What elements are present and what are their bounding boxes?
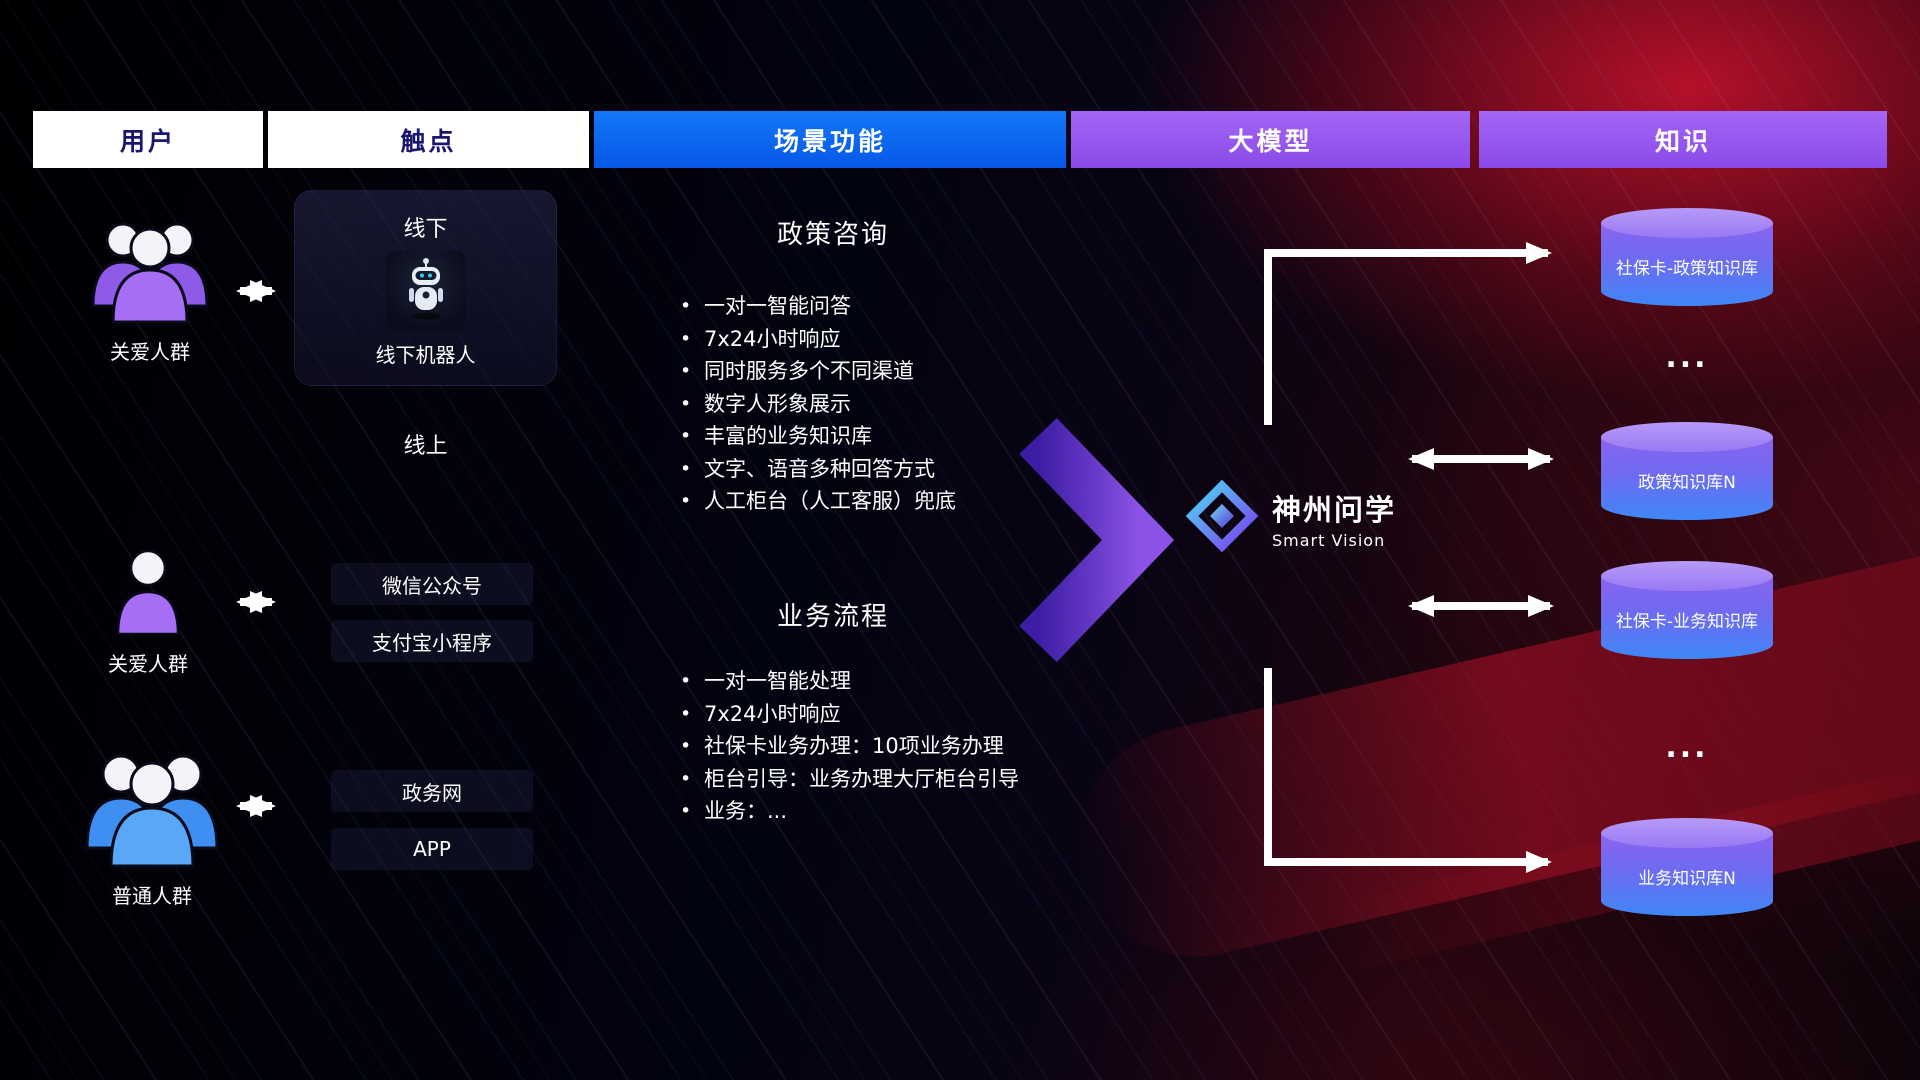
scenario-title-business: 业务流程 [776,602,889,632]
list-item: 社保卡业务办理：10项业务办理 [678,730,1019,763]
ellipsis-top: ... [1665,340,1709,375]
cylinder-top [1601,208,1773,238]
persona-general-group: 普通人群 [62,742,242,909]
cylinder-top [1601,818,1773,848]
list-item: 7x24小时响应 [678,323,956,356]
cylinder-label: 业务知识库N [1638,868,1736,889]
list-item: 数字人形象展示 [678,388,956,421]
offline-robot-label: 线下机器人 [375,343,476,367]
database-cylinder-business-n: 业务知识库N [1601,818,1773,916]
header-touchpoints: 触点 [268,111,589,168]
list-item: 同时服务多个不同渠道 [678,355,956,388]
cylinder-label: 社保卡-政策知识库 [1615,258,1759,279]
scenario-policy-list: 一对一智能问答 7x24小时响应 同时服务多个不同渠道 数字人形象展示 丰富的业… [678,290,956,518]
ellipsis-bottom: ... [1665,730,1709,765]
list-item: 一对一智能问答 [678,290,956,323]
model-subtitle: Smart Vision [1272,530,1386,550]
robot-image-frame [385,251,466,331]
cylinder-label: 社保卡-业务知识库 [1615,611,1759,632]
scenario-title-policy: 政策咨询 [776,220,889,250]
list-item: 人工柜台（人工客服）兜底 [678,485,956,518]
cylinder-top [1601,422,1773,452]
model-text: 神州问学 Smart Vision [1272,487,1396,550]
header-users: 用户 [33,111,263,168]
model-name: 神州问学 [1272,492,1397,527]
header-scenario-functions: 场景功能 [594,111,1066,168]
model-block: 神州问学 Smart Vision [1185,479,1396,556]
offline-touchpoint-card: 线下 线下机器人 [294,190,557,386]
list-item: 业务：... [678,795,1019,828]
database-cylinder-business-shebao: 社保卡-业务知识库 [1601,561,1773,659]
persona-label: 关爱人群 [110,340,190,364]
user-icon [113,549,183,640]
database-cylinder-policy-shebao: 社保卡-政策知识库 [1601,208,1773,306]
header-knowledge: 知识 [1479,111,1887,168]
list-item: 一对一智能处理 [678,665,1019,698]
header-large-model: 大模型 [1071,111,1470,168]
user-group-icon [77,754,227,872]
channel-app: APP [331,828,533,870]
scenario-business-list: 一对一智能处理 7x24小时响应 社保卡业务办理：10项业务办理 柜台引导：业务… [678,665,1019,828]
list-item: 柜台引导：业务办理大厅柜台引导 [678,763,1019,796]
offline-title: 线下 [403,217,448,242]
online-title: 线上 [403,434,448,459]
cylinder-top [1601,561,1773,591]
list-item: 丰富的业务知识库 [678,420,956,453]
database-cylinder-policy-n: 政策知识库N [1601,422,1773,520]
list-item: 7x24小时响应 [678,698,1019,731]
channel-alipay: 支付宝小程序 [331,620,533,662]
user-group-icon [85,222,215,328]
list-item: 文字、语音多种回答方式 [678,453,956,486]
persona-care-group-1: 关爱人群 [70,212,230,365]
channel-wechat: 微信公众号 [331,563,533,605]
diamond-logo-icon [1185,479,1259,556]
persona-care-group-2: 关爱人群 [78,548,218,677]
robot-icon [403,256,449,326]
persona-label: 普通人群 [112,884,192,908]
cylinder-label: 政策知识库N [1638,472,1736,493]
channel-gov-web: 政务网 [331,770,533,812]
persona-label: 关爱人群 [108,652,188,676]
